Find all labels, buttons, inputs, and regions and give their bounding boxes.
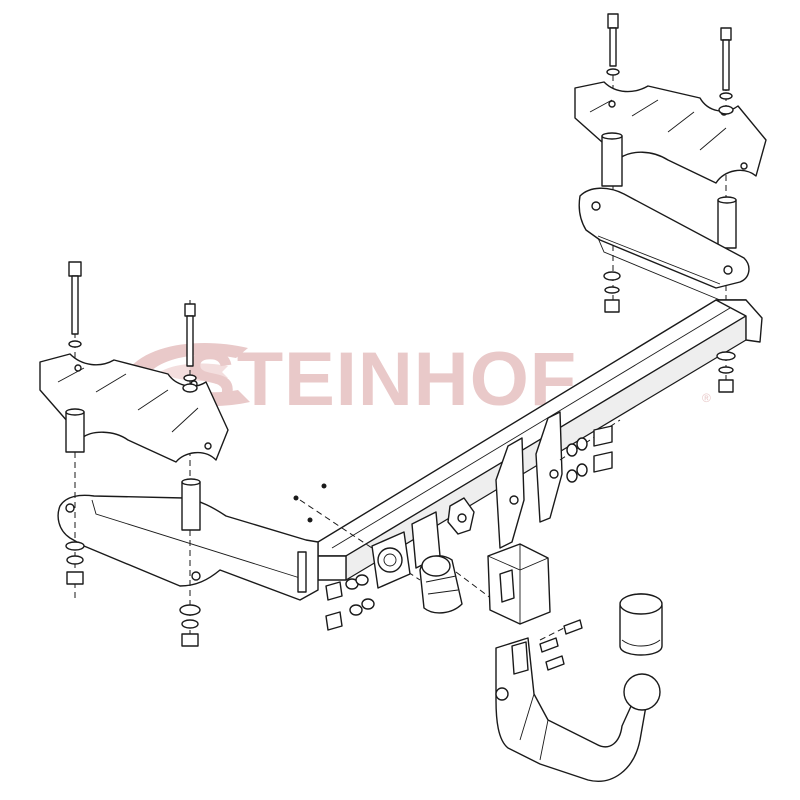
watermark-registered-mark: ® (702, 391, 711, 405)
ball-neck-holder-plate (447, 411, 563, 549)
holder-bolts (559, 419, 621, 483)
right-bolt-front (606, 13, 620, 76)
right-front-washer-nut (603, 271, 621, 313)
right-spacer-tubes (601, 132, 737, 249)
right-side-bracket (578, 187, 750, 301)
left-side-bracket (57, 494, 319, 601)
left-bolt-rear (182, 303, 198, 393)
detachable-ball-neck (495, 637, 661, 782)
left-spacer-tubes (65, 408, 201, 531)
ball-neck-holder-block (487, 543, 551, 625)
locking-pins (539, 619, 583, 671)
left-mounting-plate (39, 262, 229, 650)
socket-mounting-plate (293, 483, 441, 589)
socket-screws (325, 574, 375, 631)
watermark-brand-text: STEINHOF (185, 337, 577, 422)
left-rear-washer-nut (179, 604, 201, 647)
right-bolt-rear (718, 27, 734, 115)
left-bolt-front (68, 261, 82, 348)
electrical-socket (419, 555, 521, 621)
right-rear-washer-nut (716, 351, 736, 393)
left-front-washer-nut (65, 541, 85, 585)
logo-swoosh-inner-icon (160, 363, 228, 381)
tow-ball-cover (619, 593, 663, 656)
